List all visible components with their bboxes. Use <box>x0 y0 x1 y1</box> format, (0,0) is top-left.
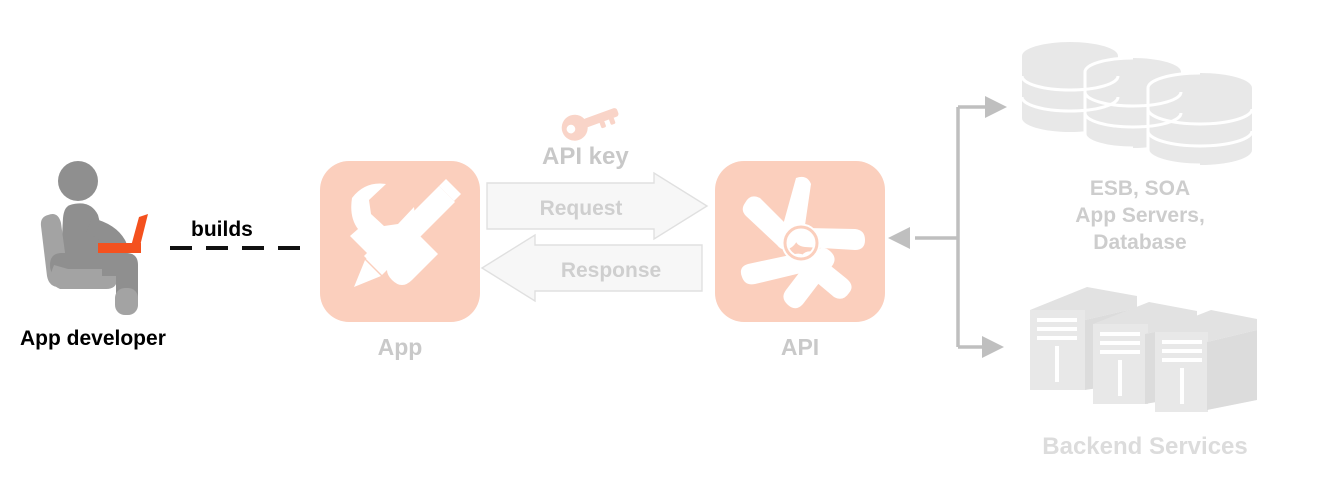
app-developer-label: App developer <box>20 327 166 350</box>
api-tile-label: API <box>780 334 820 360</box>
api-tile[interactable] <box>715 161 885 322</box>
backend-connectors <box>885 90 1010 360</box>
arrowhead-bottom-right <box>982 336 1004 358</box>
server-towers-icon <box>1025 282 1260 412</box>
arrowhead-top-right <box>985 96 1007 118</box>
wrench-and-pencil-tools-icon <box>334 173 467 309</box>
request-arrow-label: Request <box>539 197 623 220</box>
app-tile[interactable] <box>320 161 480 322</box>
backend-node-0-text: ESB, SOA App Servers, Database <box>1000 175 1280 256</box>
request-arrow <box>486 171 709 242</box>
backend-node-0-line-0: ESB, SOA <box>1089 177 1191 200</box>
app-developer-icon <box>40 160 175 315</box>
api-star-burst-icon <box>733 173 868 311</box>
app-tile-label: App <box>377 334 423 360</box>
arrowhead-left-to-api <box>888 227 910 249</box>
backend-node-0-line-1: App Servers, <box>1075 204 1205 227</box>
database-cylinders-icon <box>1020 40 1260 167</box>
builds-dashed-line <box>170 245 300 251</box>
api-key-label: API key <box>542 143 629 170</box>
key-icon <box>558 102 622 141</box>
server-tower-3 <box>1155 310 1257 412</box>
response-arrow <box>480 232 703 303</box>
backend-node-0-line-2: Database <box>1093 231 1187 254</box>
backend-services-title: Backend Services <box>1042 433 1248 460</box>
response-arrow-label: Response <box>560 259 662 282</box>
builds-label: builds <box>191 218 253 241</box>
